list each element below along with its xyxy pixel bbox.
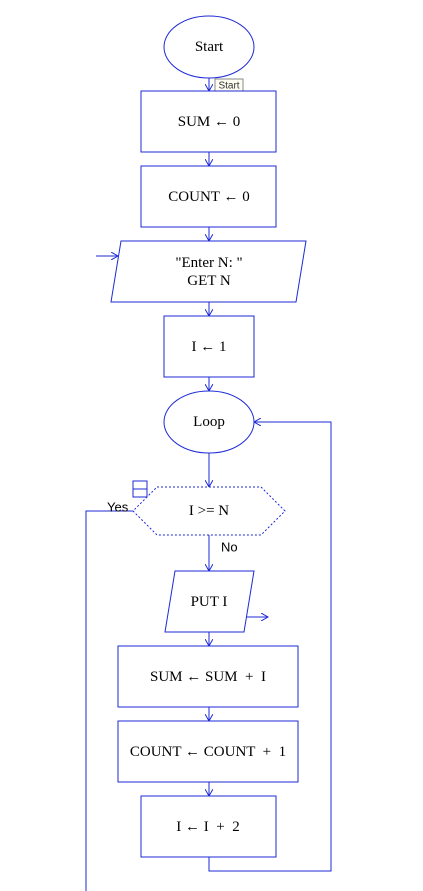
input-node[interactable]: "Enter N: " GET N [110,240,307,303]
sum-init-label: SUM ← 0 [178,114,241,130]
sum-update-node[interactable]: SUM ← SUM + I [117,645,299,708]
connector-yes-exit [85,510,135,891]
count-update-node[interactable]: COUNT ← COUNT + 1 [117,720,299,783]
i-update-label: I ← I + 2 [176,819,239,835]
loop-label: Loop [193,414,225,430]
connectors [85,78,332,891]
start-tooltip-label: Start [218,81,239,92]
count-init-label: COUNT ← 0 [168,189,249,205]
sum-update-label: SUM ← SUM + I [150,669,266,685]
input-prompt-label: "Enter N: " [175,255,242,271]
start-node[interactable]: Start [163,15,255,79]
output-label: PUT I [191,594,228,610]
connector-loop-back [208,422,332,872]
collapse-toggle-icon[interactable] [132,480,148,498]
condition-label: I >= N [189,503,229,519]
start-label: Start [195,39,224,55]
i-update-node[interactable]: I ← I + 2 [140,795,277,858]
no-label: No [221,540,238,555]
i-init-node[interactable]: I ← 1 [163,315,255,378]
input-get-label: GET N [187,273,231,289]
count-init-node[interactable]: COUNT ← 0 [140,165,277,228]
count-update-label: COUNT ← COUNT + 1 [130,744,286,760]
sum-init-node[interactable]: SUM ← 0 [140,90,277,153]
i-init-label: I ← 1 [192,339,227,355]
output-node[interactable]: PUT I [164,570,255,633]
loop-node[interactable]: Loop [163,390,255,454]
yes-label: Yes [107,500,129,515]
condition-node[interactable]: I >= N [132,486,286,536]
